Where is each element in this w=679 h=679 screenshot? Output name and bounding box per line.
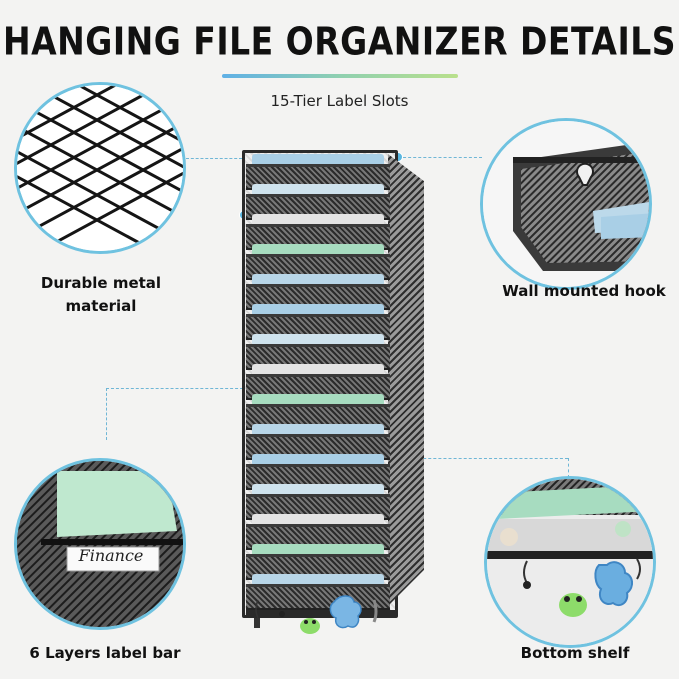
organizer-side-panel xyxy=(388,154,424,606)
connector-mid-right-vertical xyxy=(568,458,569,478)
organizer-accessories xyxy=(254,595,378,634)
bottom-shelf-detail-image xyxy=(484,476,656,648)
title-underline xyxy=(222,74,458,78)
page-title: HANGING FILE ORGANIZER DETAILS xyxy=(2,19,677,64)
label-bar-detail-image xyxy=(14,458,186,630)
caption-durable-metal: Durable metal material xyxy=(40,274,162,315)
file-organizer-product xyxy=(238,140,434,640)
connector-mid-right xyxy=(408,458,568,459)
tier-tray xyxy=(246,584,390,610)
connector-top-left xyxy=(186,158,242,159)
subtitle: 15-Tier Label Slots xyxy=(270,92,409,110)
caption-wall-hook: Wall mounted hook xyxy=(502,282,666,300)
organizer-bottom-shelf xyxy=(246,610,396,616)
connector-mid-left xyxy=(106,388,248,389)
caption-label-bar: 6 Layers label bar xyxy=(29,644,181,662)
wall-hook-detail-image xyxy=(480,118,652,290)
connector-top-right xyxy=(398,157,482,158)
label-card: Finance xyxy=(78,546,144,565)
connector-mid-left-vertical xyxy=(106,388,107,440)
mesh-detail-image xyxy=(14,82,186,254)
caption-bottom-shelf: Bottom shelf xyxy=(520,644,630,662)
